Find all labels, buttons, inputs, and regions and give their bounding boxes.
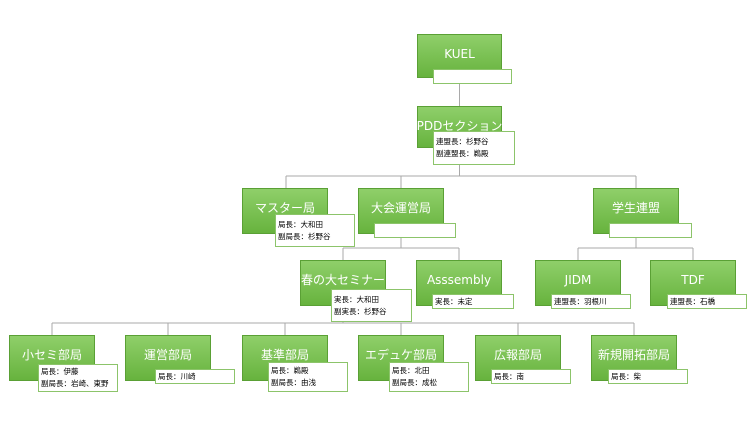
detail-line-leader: 局長：鵜殿	[271, 366, 309, 376]
detail-line-deputy: 副局長：岩崎、東野	[41, 379, 109, 388]
org-node-title: 新規開拓部局	[597, 348, 670, 362]
org-node-detail-tdf: 連盟長：石橋	[667, 294, 747, 309]
org-node-detail-kuel	[433, 69, 512, 84]
detail-line-leader: 局長：南	[494, 371, 524, 381]
detail-line-leader: 局長：柴	[611, 371, 641, 381]
org-node-detail-shinki: 局長：柴	[608, 369, 688, 384]
detail-line-leader: 局長：大和田	[278, 219, 323, 229]
detail-line-leader: 連盟長：石橋	[670, 296, 715, 306]
detail-line-leader: 実長：未定	[435, 296, 473, 306]
org-node-title: KUEL	[444, 47, 475, 61]
org-node-title: 学生連盟	[611, 201, 660, 215]
org-node-detail-kijun: 局長：鵜殿 副局長：由浅	[268, 362, 348, 392]
detail-line-deputy: 副連盟長：鵜殿	[436, 149, 489, 158]
org-node-title: 運営部局	[143, 348, 192, 362]
org-node-title: JIDM	[564, 273, 592, 287]
org-node-detail-kouhou: 局長：南	[491, 369, 571, 384]
org-node-detail-jidm: 連盟長：羽根川	[551, 294, 631, 309]
org-node-title: 春の大セミナー	[301, 273, 386, 287]
detail-line-deputy: 副局長：成松	[392, 378, 437, 387]
detail-line-deputy: 副局長：由浅	[271, 378, 316, 387]
org-node-detail-master: 局長：大和田 副局長：杉野谷	[275, 214, 355, 247]
org-node-detail-unei: 局長：川崎	[155, 369, 235, 384]
detail-line-leader: 局長：伊藤	[41, 367, 79, 377]
org-node-detail-haru: 実長：大和田 副実長：杉野谷	[331, 289, 412, 322]
org-node-detail-pdd: 連盟長：杉野谷 副連盟長：鵜殿	[433, 131, 515, 165]
connector-taikai-events	[342, 234, 460, 260]
org-node-title: TDF	[681, 273, 705, 287]
org-node-title: マスター局	[254, 201, 315, 215]
org-node-detail-koseminar: 局長：伊藤 副局長：岩崎、東野	[38, 364, 118, 392]
detail-line-deputy: 副実長：杉野谷	[334, 306, 387, 316]
org-node-title: 基準部局	[260, 348, 309, 362]
org-node-title: Asssembly	[426, 273, 492, 287]
detail-line-leader: 実長：大和田	[334, 294, 379, 304]
connector-gakusei-leagues	[577, 234, 694, 260]
detail-line-leader: 局長：北田	[392, 366, 430, 376]
org-node-detail-gakusei	[609, 223, 692, 238]
org-node-title: エデュケ部局	[364, 348, 437, 362]
org-node-title: 小セミ部局	[21, 348, 82, 362]
org-node-title: 大会運営局	[370, 201, 431, 215]
detail-line-leader: 連盟長：羽根川	[554, 296, 607, 306]
org-node-detail-asssembly: 実長：未定	[432, 294, 514, 309]
detail-line-deputy: 副局長：杉野谷	[278, 231, 331, 241]
detail-line-leader: 局長：川崎	[158, 371, 196, 381]
org-node-title: 広報部局	[493, 348, 542, 362]
org-node-detail-educate: 局長：北田 副局長：成松	[389, 362, 469, 392]
org-node-title: PDDセクション	[416, 119, 503, 133]
detail-line-leader: 連盟長：杉野谷	[436, 137, 489, 147]
org-node-detail-taikai	[374, 223, 456, 238]
